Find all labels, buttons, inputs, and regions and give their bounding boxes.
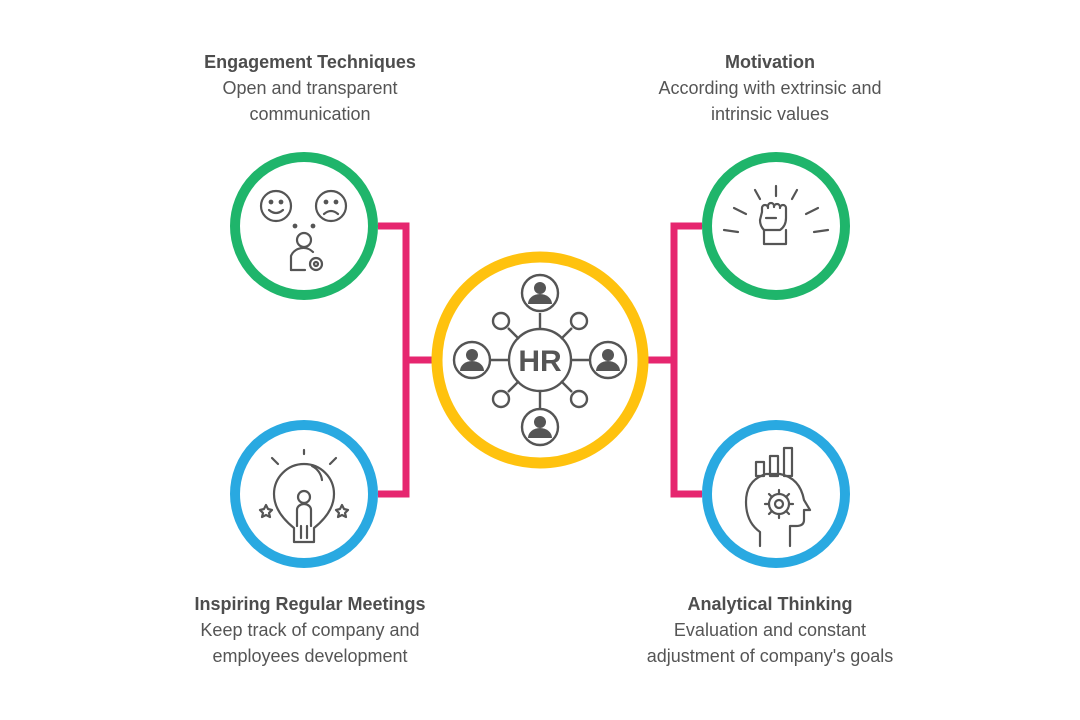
connector-right — [670, 222, 702, 498]
engagement-desc-line2: communication — [249, 104, 371, 124]
hr-label: HR — [518, 345, 562, 378]
motivation-desc-line1: According with extrinsic and — [658, 78, 882, 98]
meetings-title: Inspiring Regular Meetings — [194, 594, 426, 614]
connector-left — [378, 222, 410, 498]
meetings-desc-line1: Keep track of company and — [200, 620, 420, 640]
analytical-desc-line2: adjustment of company's goals — [646, 646, 894, 666]
analytical-node — [702, 420, 850, 568]
engagement-desc-line1: Open and transparent — [222, 78, 398, 98]
connector-lines — [378, 222, 702, 498]
person-avatars — [460, 282, 620, 438]
meetings-label: Inspiring Regular Meetings Keep track of… — [150, 591, 470, 669]
lightbulb-person-icon — [258, 448, 350, 544]
motivation-node — [702, 152, 850, 300]
analytical-title: Analytical Thinking — [687, 594, 853, 614]
motivation-ring — [702, 152, 850, 300]
motivation-desc-line2: intrinsic values — [710, 104, 830, 124]
meetings-desc-line2: employees development — [212, 646, 408, 666]
meetings-ring — [230, 420, 378, 568]
hr-center-node: HR — [431, 251, 649, 469]
analytical-label: Analytical Thinking Evaluation and const… — [610, 591, 930, 669]
network-icon — [452, 273, 628, 447]
motivation-label: Motivation According with extrinsic and … — [610, 49, 930, 127]
engagement-title: Engagement Techniques — [204, 52, 416, 72]
hr-ring — [431, 251, 649, 469]
feedback-faces-icon — [259, 189, 348, 272]
engagement-node — [230, 152, 378, 300]
engagement-ring — [230, 152, 378, 300]
analytical-desc-line1: Evaluation and constant — [673, 620, 867, 640]
head-gear-chart-icon — [744, 446, 812, 548]
raised-fist-icon — [722, 184, 830, 246]
motivation-title: Motivation — [725, 52, 815, 72]
meetings-node — [230, 420, 378, 568]
engagement-label: Engagement Techniques Open and transpare… — [150, 49, 470, 127]
